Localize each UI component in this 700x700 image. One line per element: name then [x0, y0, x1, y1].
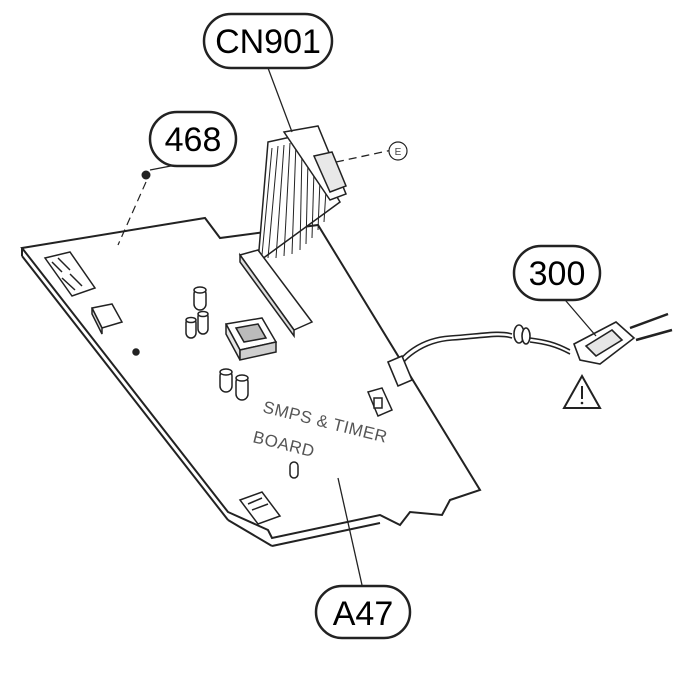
cord-socket — [366, 387, 393, 417]
callout-cn901: CN901 — [202, 12, 334, 70]
callout-300: 300 — [512, 244, 602, 302]
left-block — [90, 303, 124, 335]
capacitors — [185, 286, 299, 479]
screw — [117, 170, 151, 246]
ribbon-cable — [238, 125, 347, 339]
power-cord — [386, 312, 673, 388]
left-connector — [43, 251, 97, 297]
callout-a47: A47 — [314, 584, 412, 640]
callout-a47-label: A47 — [333, 595, 394, 633]
callout-468: 468 — [148, 110, 238, 168]
board-components — [43, 251, 393, 525]
reference-e-label: E — [395, 147, 402, 158]
reference-e: E — [388, 141, 408, 161]
smps-timer-board — [20, 216, 482, 547]
callout-468-label: 468 — [165, 121, 222, 159]
board-hole — [132, 348, 140, 356]
callout-cn901-label: CN901 — [215, 23, 321, 61]
warning-triangle-icon — [562, 373, 602, 409]
callout-300-label: 300 — [529, 255, 586, 293]
bottom-connector — [238, 491, 282, 525]
transformer — [224, 317, 278, 361]
